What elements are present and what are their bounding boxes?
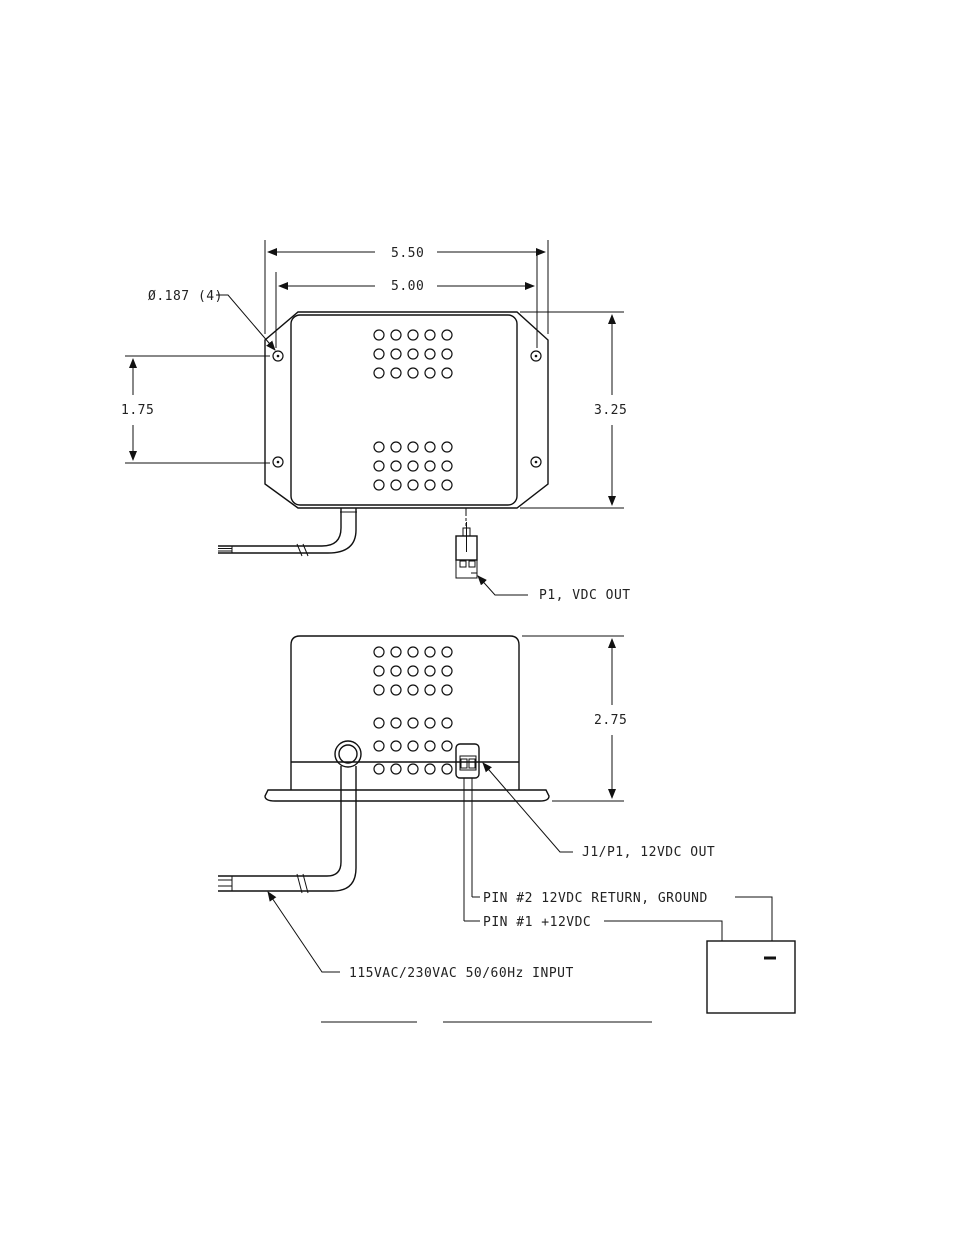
vent-hole <box>407 740 419 752</box>
top-view: P1, VDC OUT 5.50 5.00 Ø.187 (4) 1.75 <box>121 240 631 603</box>
hole-spacing-width-value: 5.00 <box>391 279 424 294</box>
vent-hole <box>424 717 436 729</box>
vent-hole <box>390 717 402 729</box>
side-vent-holes-lower <box>373 717 453 775</box>
vent-hole <box>424 348 436 360</box>
side-view-flange <box>264 789 550 802</box>
vent-hole <box>441 460 453 472</box>
top-vent-holes-upper <box>373 329 453 379</box>
vent-hole <box>441 479 453 491</box>
vent-hole <box>373 329 385 341</box>
vent-hole <box>390 441 402 453</box>
p1-label: P1, VDC OUT <box>539 588 631 603</box>
p1-connector <box>455 508 478 579</box>
vent-hole <box>407 460 419 472</box>
vent-hole <box>390 348 402 360</box>
vent-hole <box>424 329 436 341</box>
j1p1-leader <box>482 762 573 853</box>
vent-hole <box>373 717 385 729</box>
vent-hole <box>390 646 402 658</box>
vent-hole <box>424 479 436 491</box>
side-height-value: 2.75 <box>594 713 627 728</box>
top-view-flange <box>264 311 549 509</box>
side-height-dimension: 2.75 <box>522 635 627 802</box>
vent-hole <box>390 479 402 491</box>
vent-hole <box>407 665 419 677</box>
vent-hole <box>390 665 402 677</box>
vent-hole <box>373 441 385 453</box>
vent-hole <box>441 717 453 729</box>
hole-spacing-height-dimension: 1.75 <box>121 355 270 464</box>
vent-hole <box>424 763 436 775</box>
overall-height-dimension: 3.25 <box>520 311 627 509</box>
vent-hole <box>407 367 419 379</box>
vent-hole <box>373 763 385 775</box>
hole-spacing-height-value: 1.75 <box>121 403 154 418</box>
vent-hole <box>390 684 402 696</box>
overall-width-dimension: 5.50 <box>264 240 549 334</box>
vent-hole <box>441 646 453 658</box>
p1-leader <box>477 575 528 596</box>
vent-hole <box>373 646 385 658</box>
overall-width-value: 5.50 <box>391 246 424 261</box>
vent-hole <box>407 479 419 491</box>
hole-diameter-label: Ø.187 (4) <box>148 289 223 304</box>
vent-hole <box>390 329 402 341</box>
side-vent-holes-upper <box>373 646 453 696</box>
vent-hole <box>373 460 385 472</box>
vent-hole <box>390 763 402 775</box>
vent-hole <box>424 441 436 453</box>
mounting-holes <box>272 350 542 468</box>
vent-hole <box>373 740 385 752</box>
j1p1-label: J1/P1, 12VDC OUT <box>582 845 715 860</box>
vent-hole <box>424 367 436 379</box>
vent-hole <box>407 684 419 696</box>
pin2-wire <box>735 896 773 941</box>
vent-hole <box>407 646 419 658</box>
vent-hole <box>373 367 385 379</box>
vent-hole <box>441 329 453 341</box>
vent-hole <box>390 460 402 472</box>
vent-hole <box>441 684 453 696</box>
vent-hole <box>441 665 453 677</box>
vent-hole <box>373 479 385 491</box>
pin2-label: PIN #2 12VDC RETURN, GROUND <box>483 891 708 906</box>
vent-hole <box>407 329 419 341</box>
top-vent-holes-lower <box>373 441 453 491</box>
vent-hole <box>373 684 385 696</box>
top-view-housing <box>290 314 518 506</box>
hole-diameter-leader <box>216 294 276 351</box>
pin1-label: PIN #1 +12VDC <box>483 915 591 930</box>
pin1-wire <box>604 920 723 941</box>
load-box <box>706 940 796 1014</box>
vent-hole <box>407 763 419 775</box>
vent-hole <box>441 348 453 360</box>
vent-hole <box>441 367 453 379</box>
j1p1-connector <box>455 743 480 921</box>
vent-hole <box>441 441 453 453</box>
vent-hole <box>441 763 453 775</box>
vent-hole <box>424 684 436 696</box>
vent-hole <box>407 348 419 360</box>
vent-hole <box>424 646 436 658</box>
vent-hole <box>407 441 419 453</box>
side-view-housing <box>290 635 520 762</box>
vent-hole <box>424 460 436 472</box>
vent-hole <box>424 665 436 677</box>
vent-hole <box>390 367 402 379</box>
vent-hole <box>441 740 453 752</box>
vent-hole <box>373 665 385 677</box>
side-view: J1/P1, 12VDC OUT 2.75 PIN #2 12VDC RETUR… <box>218 635 796 1014</box>
side-view-input-cable <box>218 740 362 894</box>
vent-hole <box>390 740 402 752</box>
vent-hole <box>373 348 385 360</box>
vent-hole <box>407 717 419 729</box>
input-leader <box>267 891 340 973</box>
hole-spacing-width-dimension: 5.00 <box>275 255 538 348</box>
vent-hole <box>424 740 436 752</box>
input-label: 115VAC/230VAC 50/60Hz INPUT <box>349 966 574 981</box>
top-view-input-cable <box>218 508 357 557</box>
overall-height-value: 3.25 <box>594 403 627 418</box>
